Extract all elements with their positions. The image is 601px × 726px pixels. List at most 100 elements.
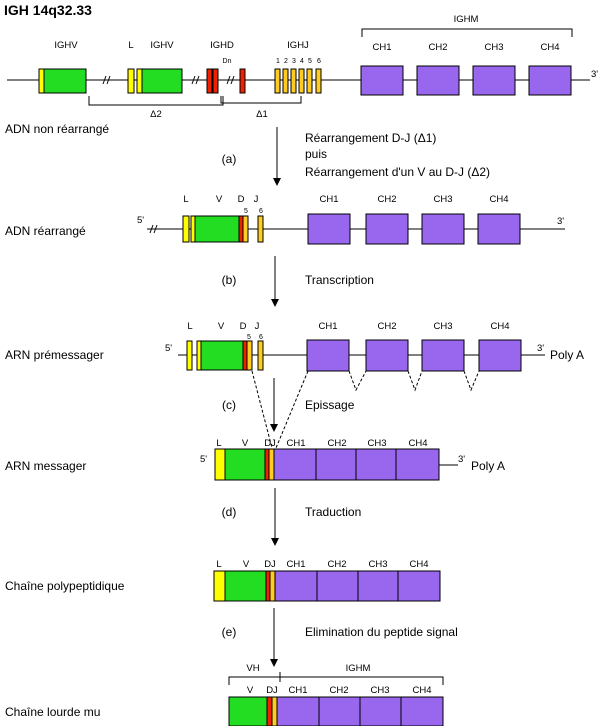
polya-label: Poly A — [550, 348, 584, 362]
step-e: (e) Elimination du peptide signal — [222, 608, 458, 667]
vh-label: VH — [246, 663, 259, 674]
constant-exon — [357, 570, 399, 602]
j-segment — [269, 570, 276, 602]
ighm-label: IGHM — [454, 14, 479, 25]
d-segment — [264, 448, 270, 481]
d-segment — [242, 340, 248, 371]
step-c: (c) Epissage — [222, 378, 355, 432]
end-5prime: 5' — [165, 343, 172, 354]
end-3prime: 3' — [591, 69, 598, 80]
leader-segment — [196, 340, 202, 371]
constant-exon — [315, 448, 357, 481]
constant-exon — [472, 65, 516, 96]
ighm-label: IGHM — [346, 663, 371, 674]
step-b: (b) Transcription — [222, 256, 374, 307]
stage-rearranged-dna: 5' 3' L V D J 5 6 CH1 CH2 CH3 CH4 ADN ré… — [5, 194, 565, 245]
v-label: V — [242, 438, 249, 449]
polya-label: Poly A — [471, 459, 505, 473]
stage-mrna: 5' 3' Poly A L V DJ CH1 CH2 CH3 CH4 ARN … — [5, 438, 505, 481]
break-mark — [102, 75, 111, 85]
ighj-label: IGHJ — [287, 40, 309, 51]
d-segment — [265, 570, 271, 602]
ch2-label: CH2 — [377, 321, 396, 332]
leader-segment — [127, 68, 135, 94]
stage-label: Chaîne lourde mu — [5, 705, 100, 719]
constant-exon — [421, 339, 465, 372]
j-segment — [306, 68, 313, 94]
j-number: 5 — [244, 208, 248, 215]
constant-exon — [365, 339, 409, 372]
stage-label: Chaîne polypeptidique — [5, 579, 125, 593]
constant-exon — [359, 696, 402, 726]
step-label: (c) — [222, 398, 236, 412]
ch3-label: CH3 — [370, 685, 389, 696]
j-number: 6 — [259, 208, 263, 215]
stage-label: ADN non réarrangé — [5, 122, 109, 136]
v-label: V — [247, 685, 254, 696]
j-number: 6 — [317, 58, 321, 65]
v-segment — [43, 68, 87, 94]
ch3-label: CH3 — [368, 559, 387, 570]
step-text: Transcription — [305, 273, 374, 287]
v-segment — [194, 215, 240, 243]
constant-exon — [276, 696, 320, 726]
d-segment — [206, 68, 213, 94]
j-number: 1 — [276, 58, 280, 65]
j-number: 2 — [284, 58, 288, 65]
step-text: Elimination du peptide signal — [305, 625, 458, 639]
v-segment — [224, 570, 267, 602]
ighd-label: IGHD — [210, 40, 234, 51]
j-segment — [242, 215, 249, 243]
step-d: (d) Traduction — [222, 488, 361, 546]
leader-segment — [182, 215, 190, 243]
leader-segment — [38, 68, 45, 94]
d-segment — [239, 68, 246, 94]
dj-label: DJ — [264, 559, 276, 570]
j-segment — [257, 215, 264, 243]
break-mark — [191, 75, 200, 85]
ch1-label: CH1 — [319, 194, 338, 205]
stage-heavy-chain: VH IGHM V DJ CH1 CH2 CH3 CH4 Chaîne lour… — [5, 663, 444, 726]
break-mark — [149, 224, 158, 234]
constant-exon — [416, 65, 460, 96]
ch2-label: CH2 — [327, 559, 346, 570]
l-label: L — [216, 559, 221, 570]
j-segment — [274, 68, 281, 94]
stage-label: ARN prémessager — [5, 348, 104, 362]
constant-exon — [477, 213, 521, 245]
j-segment — [315, 68, 322, 94]
diagram-title: IGH 14q32.33 — [4, 2, 92, 18]
l-label: L — [128, 40, 133, 51]
break-mark — [226, 75, 235, 85]
d-label: D — [240, 321, 247, 332]
step-text: Réarrangement D-J (Δ1) — [305, 131, 436, 145]
constant-exon — [421, 213, 465, 245]
j-segment — [282, 68, 289, 94]
ighv-label: IGHV — [54, 40, 78, 51]
constant-exon — [316, 570, 359, 602]
delta2-bracket — [88, 96, 224, 106]
constant-exon — [360, 65, 404, 96]
j-segment — [268, 448, 275, 481]
v-segment — [228, 696, 268, 726]
ch4-label: CH4 — [489, 194, 508, 205]
end-3prime: 3' — [557, 216, 564, 227]
stage-polypeptide: L V DJ CH1 CH2 CH3 CH4 Chaîne polypeptid… — [5, 559, 441, 602]
ch1-label: CH1 — [286, 438, 305, 449]
j-segment — [257, 340, 264, 371]
delta2-label: Δ2 — [150, 109, 162, 120]
d-segment — [266, 696, 273, 726]
dj-label: DJ — [266, 685, 278, 696]
leader-segment — [186, 340, 193, 371]
j-segment — [271, 696, 278, 726]
ch1-label: CH1 — [372, 42, 391, 53]
step-label: (d) — [222, 505, 237, 519]
ch1-label: CH1 — [288, 685, 307, 696]
stage-label: ADN réarrangé — [5, 224, 86, 238]
step-text: Epissage — [305, 398, 355, 412]
j-number: 5 — [308, 58, 312, 65]
stage-pre-mrna: 5' 3' Poly A L V D J 5 6 CH1 CH2 CH3 CH4… — [5, 321, 584, 449]
constant-exon — [400, 696, 444, 726]
leader-segment — [213, 570, 226, 602]
ighv-label: IGHV — [150, 40, 174, 51]
